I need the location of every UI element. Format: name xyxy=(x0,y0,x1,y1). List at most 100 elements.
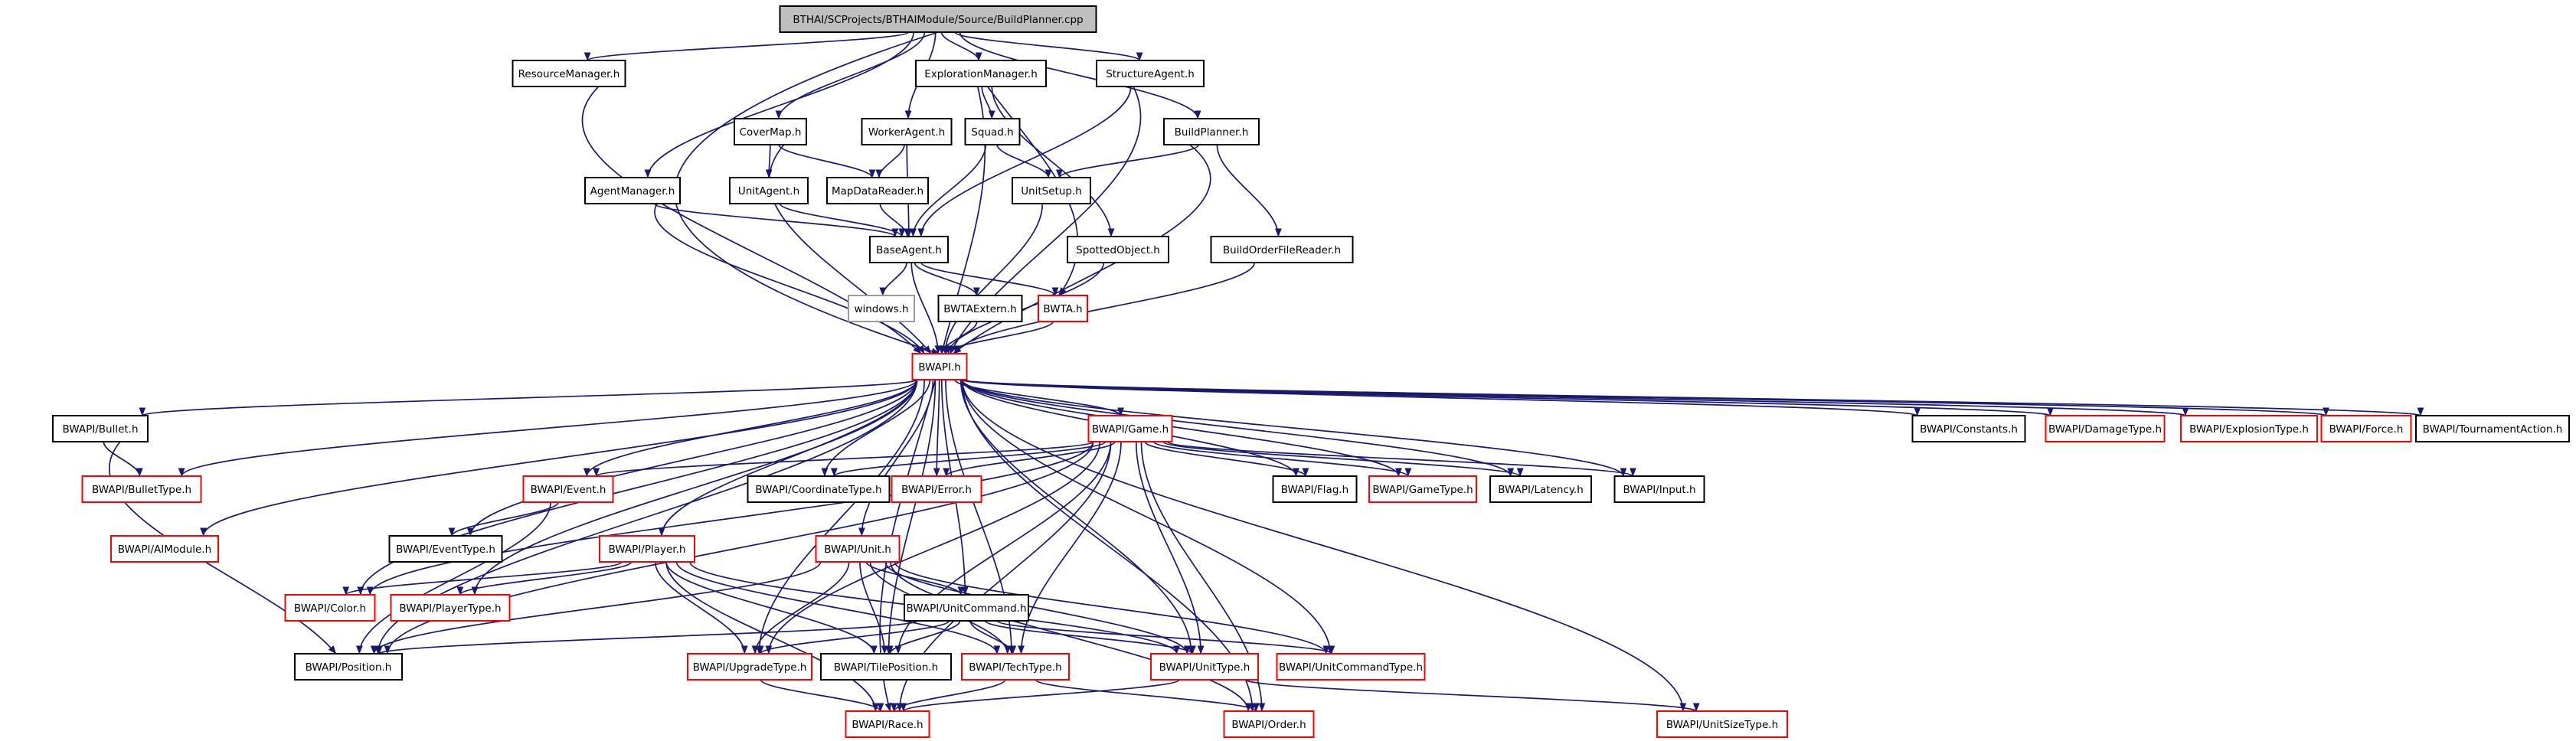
edge-unit-to-unitcmdtype xyxy=(894,561,1330,654)
edge-bwapi-to-error xyxy=(933,379,940,477)
node-label-color: BWAPI/Color.h xyxy=(294,602,366,615)
node-bullettype[interactable]: BWAPI/BulletType.h xyxy=(81,475,202,503)
node-label-squad: Squad.h xyxy=(971,126,1013,139)
edge-techtype-to-order xyxy=(1035,679,1260,712)
node-label-flag: BWAPI/Flag.h xyxy=(1281,484,1349,496)
node-upgradetype[interactable]: BWAPI/UpgradeType.h xyxy=(687,653,812,681)
node-bwtaext[interactable]: BWTAExtern.h xyxy=(937,295,1023,322)
edge-bwapi-to-bullet xyxy=(139,379,918,416)
node-damage[interactable]: BWAPI/DamageType.h xyxy=(2045,415,2166,442)
include-edges xyxy=(103,31,2424,712)
node-force[interactable]: BWAPI/Force.h xyxy=(2320,415,2412,442)
edge-game-to-color xyxy=(366,441,1094,596)
node-label-explosion: BWAPI/ExplosionType.h xyxy=(2189,423,2309,436)
node-explman[interactable]: ExplorationManager.h xyxy=(915,60,1047,87)
node-windows[interactable]: windows.h xyxy=(848,295,915,322)
edge-unittype-to-unitsize xyxy=(1245,679,1700,712)
edge-cpp-to-explman xyxy=(940,31,982,61)
node-event[interactable]: BWAPI/Event.h xyxy=(522,475,614,503)
node-explosion[interactable]: BWAPI/ExplosionType.h xyxy=(2180,415,2318,442)
node-color[interactable]: BWAPI/Color.h xyxy=(284,594,376,622)
node-constants[interactable]: BWAPI/Constants.h xyxy=(1911,415,2026,442)
node-label-structag: StructureAgent.h xyxy=(1106,68,1195,80)
node-bofr[interactable]: BuildOrderFileReader.h xyxy=(1210,236,1354,263)
node-tilepos[interactable]: BWAPI/TilePosition.h xyxy=(820,653,952,681)
node-label-constants: BWAPI/Constants.h xyxy=(1920,423,2018,436)
node-label-force: BWAPI/Force.h xyxy=(2329,423,2404,436)
node-techtype[interactable]: BWAPI/TechType.h xyxy=(961,653,1070,681)
node-baseag[interactable]: BaseAgent.h xyxy=(869,236,949,263)
node-agentman[interactable]: AgentManager.h xyxy=(584,177,681,204)
node-input[interactable]: BWAPI/Input.h xyxy=(1613,475,1705,503)
edge-player-to-race xyxy=(665,561,879,712)
node-label-bwtaext: BWTAExtern.h xyxy=(943,303,1016,315)
edge-bwapi-to-bullettype xyxy=(178,379,918,477)
edge-explman-to-spotted xyxy=(991,86,1115,237)
node-squad[interactable]: Squad.h xyxy=(964,118,1021,145)
edge-bofr-to-bwapi xyxy=(953,262,1256,354)
node-flag[interactable]: BWAPI/Flag.h xyxy=(1272,475,1358,503)
edge-cpp-to-structag xyxy=(954,31,1143,61)
node-tournament[interactable]: BWAPI/TournamentAction.h xyxy=(2415,415,2570,442)
node-buildpl[interactable]: BuildPlanner.h xyxy=(1163,118,1260,145)
include-nodes: BTHAI/SCProjects/BTHAIModule/Source/Buil… xyxy=(52,5,2570,738)
edge-bwapi-to-aimodule xyxy=(200,379,918,537)
node-order[interactable]: BWAPI/Order.h xyxy=(1223,710,1315,738)
node-structag[interactable]: StructureAgent.h xyxy=(1096,60,1205,87)
edge-event-to-eventtype xyxy=(448,501,560,537)
edge-bwapi-to-input xyxy=(961,379,1627,477)
edge-bwapi-to-unittype xyxy=(959,379,1195,654)
edge-bwapi-to-unit xyxy=(858,379,934,537)
edge-agentman-to-baseag xyxy=(654,203,899,237)
node-race[interactable]: BWAPI/Race.h xyxy=(845,710,930,738)
edge-bwapi-to-playertype xyxy=(471,379,918,596)
edge-game-to-upgradetype xyxy=(765,441,1101,654)
node-resman[interactable]: ResourceManager.h xyxy=(512,60,626,87)
node-label-covermap: CoverMap.h xyxy=(740,126,802,139)
edge-unitcmd-to-techtype xyxy=(969,620,1017,654)
node-label-bofr: BuildOrderFileReader.h xyxy=(1223,244,1341,256)
node-mapdata[interactable]: MapDataReader.h xyxy=(826,177,929,204)
node-unitcmdtype[interactable]: BWAPI/UnitCommandType.h xyxy=(1276,653,1426,681)
edge-game-to-input xyxy=(1166,441,1636,477)
edge-player-to-tilepos xyxy=(665,561,878,654)
edge-mapdata-to-baseag xyxy=(879,203,911,237)
node-bwta[interactable]: BWTA.h xyxy=(1038,295,1088,322)
node-error[interactable]: BWAPI/Error.h xyxy=(891,475,982,503)
node-bullet[interactable]: BWAPI/Bullet.h xyxy=(52,415,149,442)
node-label-race: BWAPI/Race.h xyxy=(852,719,923,731)
node-unitsize[interactable]: BWAPI/UnitSizeType.h xyxy=(1656,710,1788,738)
node-coordtype[interactable]: BWAPI/CoordinateType.h xyxy=(747,475,891,503)
node-unitag[interactable]: UnitAgent.h xyxy=(729,177,809,204)
edge-player-to-playertype xyxy=(456,561,633,596)
node-label-agentman: AgentManager.h xyxy=(590,185,675,197)
node-label-unitcmd: BWAPI/UnitCommand.h xyxy=(906,602,1026,615)
node-unitsetup[interactable]: UnitSetup.h xyxy=(1012,177,1091,204)
edge-upgradetype-to-race xyxy=(760,679,884,712)
node-covermap[interactable]: CoverMap.h xyxy=(734,118,807,145)
node-position[interactable]: BWAPI/Position.h xyxy=(294,653,403,681)
node-workerag[interactable]: WorkerAgent.h xyxy=(861,118,953,145)
edge-unit-to-position xyxy=(370,561,822,654)
node-bwapi[interactable]: BWAPI.h xyxy=(911,353,968,380)
node-gametype[interactable]: BWAPI/GameType.h xyxy=(1368,475,1477,503)
node-latency[interactable]: BWAPI/Latency.h xyxy=(1489,475,1592,503)
node-game[interactable]: BWAPI/Game.h xyxy=(1087,415,1173,442)
node-unitcmd[interactable]: BWAPI/UnitCommand.h xyxy=(904,594,1029,622)
edge-bwapi-to-tilepos xyxy=(885,379,937,654)
node-label-error: BWAPI/Error.h xyxy=(901,484,972,496)
edge-cpp-to-resman xyxy=(584,31,910,61)
edge-squad-to-unitsetup xyxy=(996,144,1052,178)
node-aimodule[interactable]: BWAPI/AIModule.h xyxy=(110,535,219,563)
node-unit[interactable]: BWAPI/Unit.h xyxy=(815,535,901,563)
edge-spotted-to-bwapi xyxy=(945,262,1105,354)
node-player[interactable]: BWAPI/Player.h xyxy=(599,535,695,563)
edge-squad-to-baseag xyxy=(910,144,987,237)
node-spotted[interactable]: SpottedObject.h xyxy=(1067,236,1169,263)
node-eventtype[interactable]: BWAPI/EventType.h xyxy=(388,535,503,563)
edge-game-to-event xyxy=(593,441,1094,477)
node-playertype[interactable]: BWAPI/PlayerType.h xyxy=(390,594,511,622)
node-label-coordtype: BWAPI/CoordinateType.h xyxy=(755,484,881,496)
edge-workerag-to-mapdata xyxy=(875,144,905,178)
node-unittype[interactable]: BWAPI/UnitType.h xyxy=(1150,653,1259,681)
